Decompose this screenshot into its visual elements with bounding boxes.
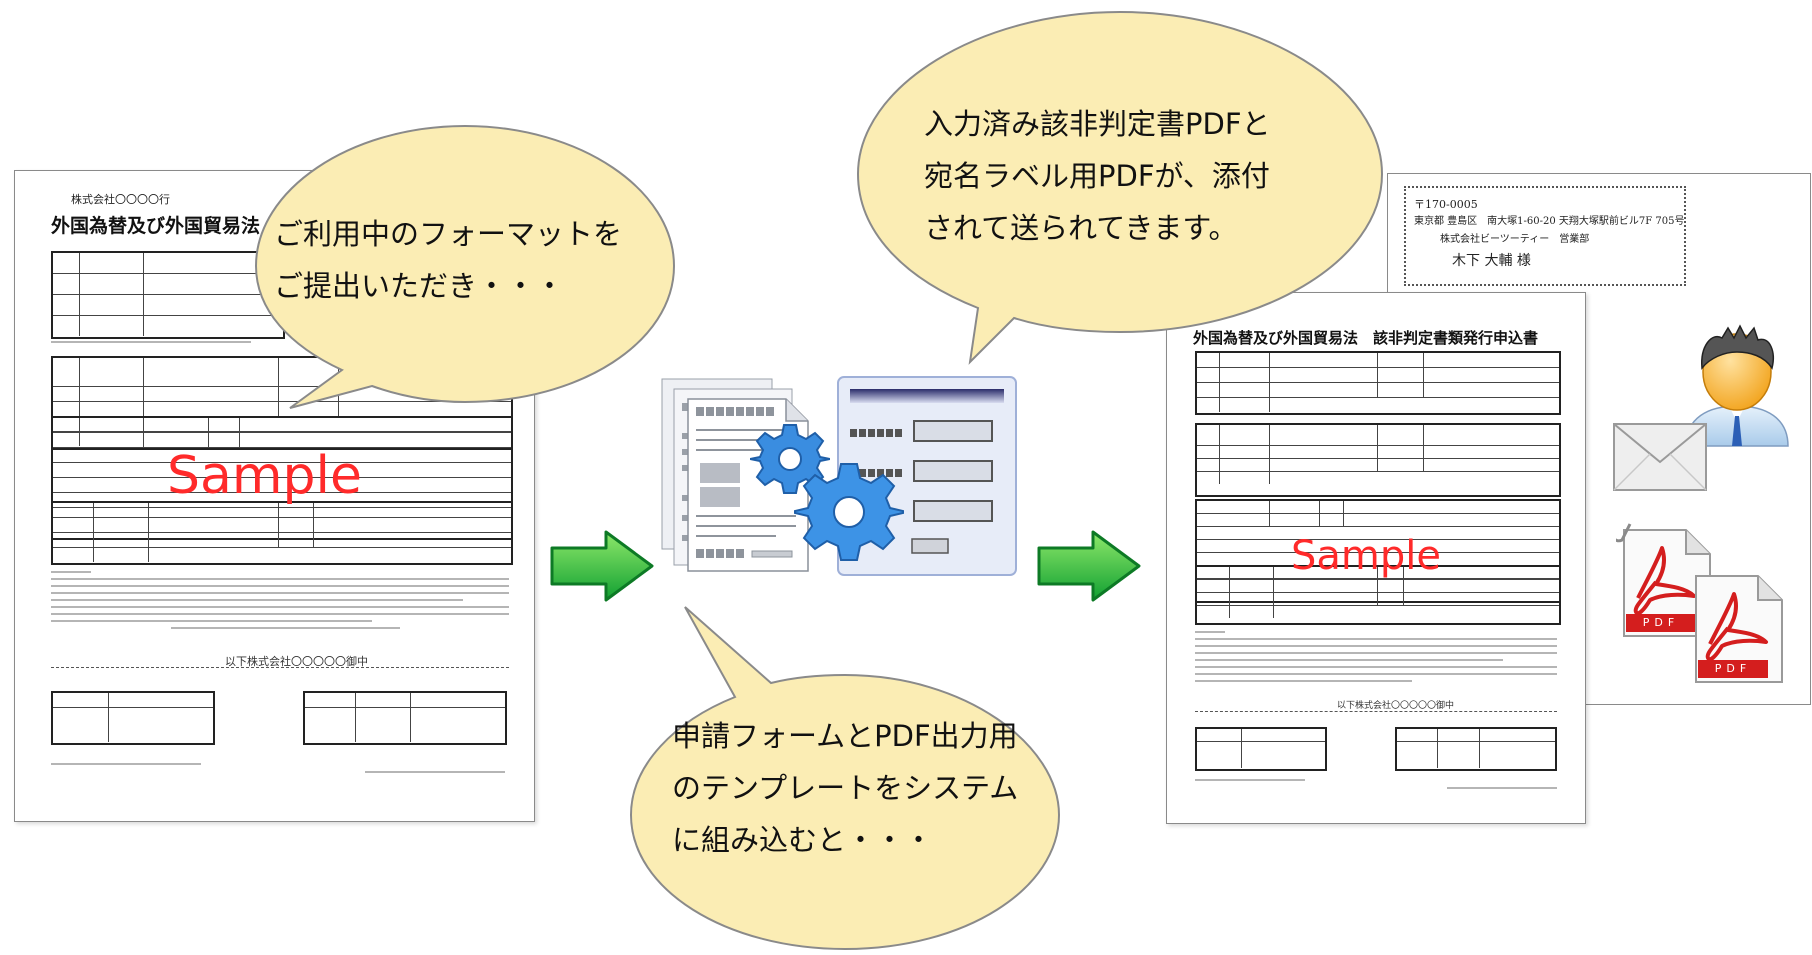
pdf-file-icon: PDF [1609, 520, 1716, 640]
label-postal-code: 〒170-0005 [1414, 198, 1478, 211]
form-table-receipt-right [303, 691, 507, 745]
doc-company-name: 株式会社〇〇〇〇行 [71, 193, 170, 206]
system-forms-icon [660, 375, 1020, 585]
address-label-box [1404, 186, 1686, 286]
pdf-label-badge: PDF [1698, 660, 1768, 678]
output-sample-watermark: Sample [1291, 533, 1441, 579]
speech-bubble-left [254, 124, 676, 409]
sample-watermark: Sample [167, 446, 362, 506]
label-company: 株式会社ビーツーティー 営業部 [1440, 234, 1590, 245]
flow-arrow-2 [1037, 530, 1141, 602]
gear-small-icon [750, 424, 830, 494]
speech-bubble-bottom [629, 606, 1061, 951]
output-filled-document: 外国為替及び外国貿易法 該非判定書類発行申込書 以下株式会社〇〇〇〇〇御中 Sa… [1166, 292, 1586, 824]
user-avatar-icon [1685, 324, 1789, 447]
form-table-items [51, 416, 513, 540]
doc-title: 外国為替及び外国貿易法 [51, 215, 261, 237]
label-recipient-name: 木下 大輔 様 [1452, 253, 1531, 269]
flow-arrow-1 [550, 530, 654, 602]
gear-large-icon [794, 463, 904, 561]
form-table-receipt-left [51, 691, 215, 745]
label-address: 東京都 豊島区 南大塚1-60-20 天翔大塚駅前ビル7F 705号 [1414, 216, 1685, 227]
speech-bubble-top [856, 10, 1384, 365]
output-doc-footer-note: 以下株式会社〇〇〇〇〇御中 [1337, 701, 1455, 711]
pdf-file-icon: PDF [1688, 566, 1788, 686]
mail-envelope-icon [1613, 423, 1707, 491]
output-doc-title: 外国為替及び外国貿易法 該非判定書類発行申込書 [1193, 329, 1539, 347]
form-table-delivery [51, 501, 513, 565]
bubble-left-text: ご利用中のフォーマットを ご提出いただき・・・ [274, 217, 623, 303]
doc-footer-note: 以下株式会社〇〇〇〇〇御中 [225, 655, 368, 668]
bubble-top-text: 入力済み該非判定書PDFと 宛名ラベル用PDFが、添付 されて送られてきます。 [924, 107, 1271, 245]
pdf-label-badge: PDF [1626, 614, 1696, 632]
bubble-bottom-text: 申請フォームとPDF出力用 のテンプレートをシステム に組み込むと・・・ [672, 719, 1019, 857]
